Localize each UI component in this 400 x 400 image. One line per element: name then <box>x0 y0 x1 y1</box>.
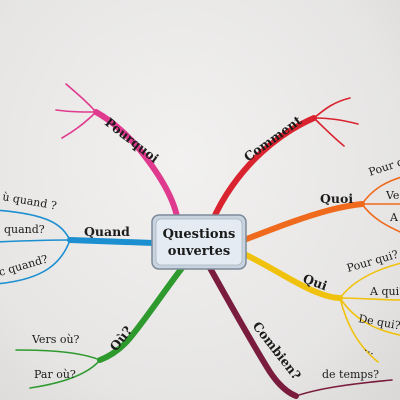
branch-pourquoi-twig-3 <box>61 111 97 139</box>
label-ou-sub-2: Par où? <box>34 368 76 381</box>
label-quoi-sub-1: Pour q <box>367 155 400 179</box>
branch-quoi-stem <box>241 201 365 243</box>
branch-qui-twig-3 <box>339 297 400 336</box>
central-node-title-line1: Questions <box>163 227 236 242</box>
branch-qui-stem <box>241 251 343 301</box>
branch-ou-twig-2 <box>29 359 101 389</box>
branch-ou: Où? Vers où? Par où? <box>15 265 185 389</box>
branch-quand-twig-1 <box>0 209 71 241</box>
branch-pourquoi-twig-2 <box>55 109 97 113</box>
label-quand-sub-3: c quand? <box>0 252 49 278</box>
label-comment: Comment <box>241 112 305 164</box>
branch-quand-twig-3 <box>0 239 71 285</box>
label-qui-sub-1: Pour qui? <box>345 248 400 275</box>
branch-quand-twig-2 <box>0 239 71 243</box>
branch-pourquoi-stem <box>93 109 181 225</box>
branch-combien-twig-1 <box>295 379 393 397</box>
branch-qui-twig-1 <box>339 262 400 299</box>
label-quand-sub-2: quand? <box>4 223 45 236</box>
branch-pourquoi: Pourquoi <box>55 83 181 225</box>
label-quoi-sub-3: A <box>389 211 399 224</box>
branch-qui-twig-4 <box>339 297 379 363</box>
branch-quand-stem <box>67 237 157 246</box>
branch-comment-twig-1 <box>313 97 351 119</box>
branch-qui-twig-2 <box>339 297 400 301</box>
branch-quoi: Quoi Pour q Ve A <box>241 155 400 243</box>
branch-quand: Quand ù quand ? quand? c quand? <box>0 190 157 285</box>
central-node-inner <box>155 218 243 266</box>
label-quoi-sub-2: Ve <box>385 189 399 202</box>
label-qui-sub-4: ... <box>363 341 378 357</box>
label-combien-sub-1: de temps? <box>322 368 379 381</box>
central-node-title-line2: ouvertes <box>168 244 230 259</box>
branch-ou-twig-1 <box>15 349 101 361</box>
branch-combien-stem <box>207 265 299 399</box>
branch-quoi-twig-3 <box>361 203 400 233</box>
central-node: Questions ouvertes <box>151 214 247 270</box>
branch-comment-twig-3 <box>313 117 345 147</box>
label-quoi: Quoi <box>320 191 353 206</box>
label-pourquoi: Pourquoi <box>102 115 162 166</box>
branch-comment-twig-2 <box>313 117 359 125</box>
label-ou-sub-1: Vers où? <box>31 333 80 346</box>
branch-pourquoi-twig-1 <box>65 83 97 113</box>
branch-ou-stem <box>97 265 185 363</box>
branch-comment-stem <box>209 115 317 225</box>
label-quand-sub-1: ù quand ? <box>1 190 57 212</box>
label-quand: Quand <box>84 224 130 239</box>
label-qui-sub-2: A qui? <box>369 285 400 298</box>
branch-quoi-twig-1 <box>361 176 400 205</box>
